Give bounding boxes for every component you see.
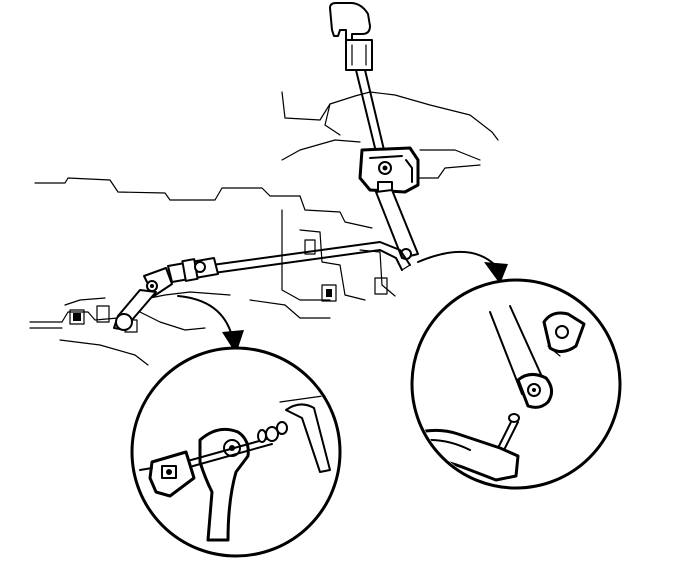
clevis-yoke bbox=[198, 427, 250, 542]
callout-arrow-left bbox=[177, 295, 244, 354]
callout-arrow-right bbox=[417, 251, 508, 284]
detail-callout-right bbox=[410, 278, 622, 490]
clevis-pin bbox=[183, 421, 288, 469]
transmission-selector-lever bbox=[113, 289, 157, 331]
clevis-pin-detail bbox=[497, 413, 520, 451]
shift-control-rod bbox=[189, 241, 411, 277]
bracket-tab-detail bbox=[542, 311, 586, 357]
vehicle-body-outline bbox=[29, 91, 499, 366]
detail-callout-left bbox=[130, 346, 342, 558]
shift-lever-bracket bbox=[358, 146, 420, 194]
shift-lever-knob bbox=[329, 2, 373, 71]
transmission-case-details bbox=[69, 239, 388, 333]
shift-lever-shaft bbox=[355, 69, 385, 153]
retaining-clip bbox=[139, 450, 196, 498]
rod-end-universal-joint bbox=[143, 257, 219, 297]
lever-arm-detail bbox=[489, 305, 553, 409]
